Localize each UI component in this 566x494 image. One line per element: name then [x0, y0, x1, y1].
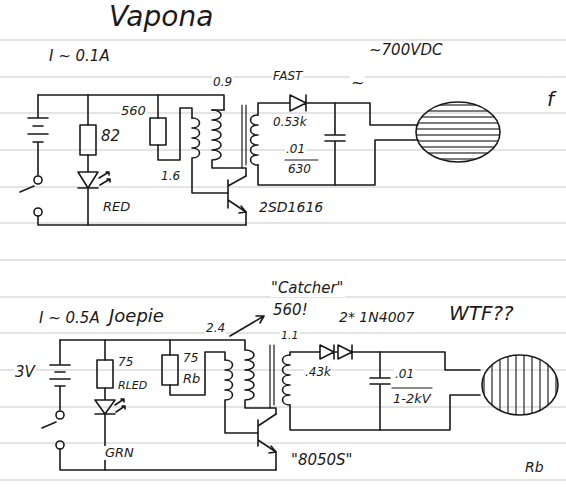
top-circuit — [20, 95, 500, 225]
component-label: ~ — [350, 74, 365, 92]
component-label: FAST — [272, 70, 303, 83]
component-label: 1-2kV — [392, 392, 432, 406]
component-label: 0.9 — [212, 76, 233, 89]
page-title: Vapona — [108, 2, 214, 33]
component-label: f — [546, 88, 555, 110]
component-label: GRN — [104, 446, 135, 460]
component-label: .43k — [304, 366, 332, 379]
component-label: I ~ 0.1A — [48, 48, 111, 65]
component-label: 1.1 — [280, 330, 300, 342]
component-label: Joepie — [108, 306, 165, 326]
component-label: WTF?? — [448, 302, 515, 324]
component-label: 0.53k — [272, 116, 308, 129]
component-label: 2* 1N4007 — [338, 310, 415, 325]
component-label: ~700VDC — [368, 42, 443, 59]
component-label: 3V — [14, 364, 36, 381]
component-label: "Catcher" — [270, 280, 345, 297]
component-label: 75 — [117, 356, 134, 369]
component-label: .01 — [285, 143, 306, 156]
component-label: I ~ 0.5A — [38, 310, 101, 327]
component-label: 82 — [100, 128, 121, 145]
component-label: 560! — [272, 302, 309, 319]
ruled-lines — [0, 40, 566, 480]
component-label: 1.6 — [160, 170, 181, 183]
component-label: Rb — [524, 460, 545, 475]
component-label: RED — [102, 200, 131, 214]
component-label: 560 — [120, 104, 147, 118]
component-label: 2SD1616 — [258, 200, 324, 215]
bottom-circuit — [42, 316, 558, 470]
component-label: "8050S" — [290, 452, 354, 469]
component-label: 630 — [287, 163, 312, 176]
component-label: 75 — [182, 352, 199, 365]
component-label: 2.4 — [205, 322, 226, 335]
component-label: Rb — [182, 372, 201, 386]
component-label: RLED — [117, 380, 148, 392]
component-label: .01 — [394, 368, 415, 381]
